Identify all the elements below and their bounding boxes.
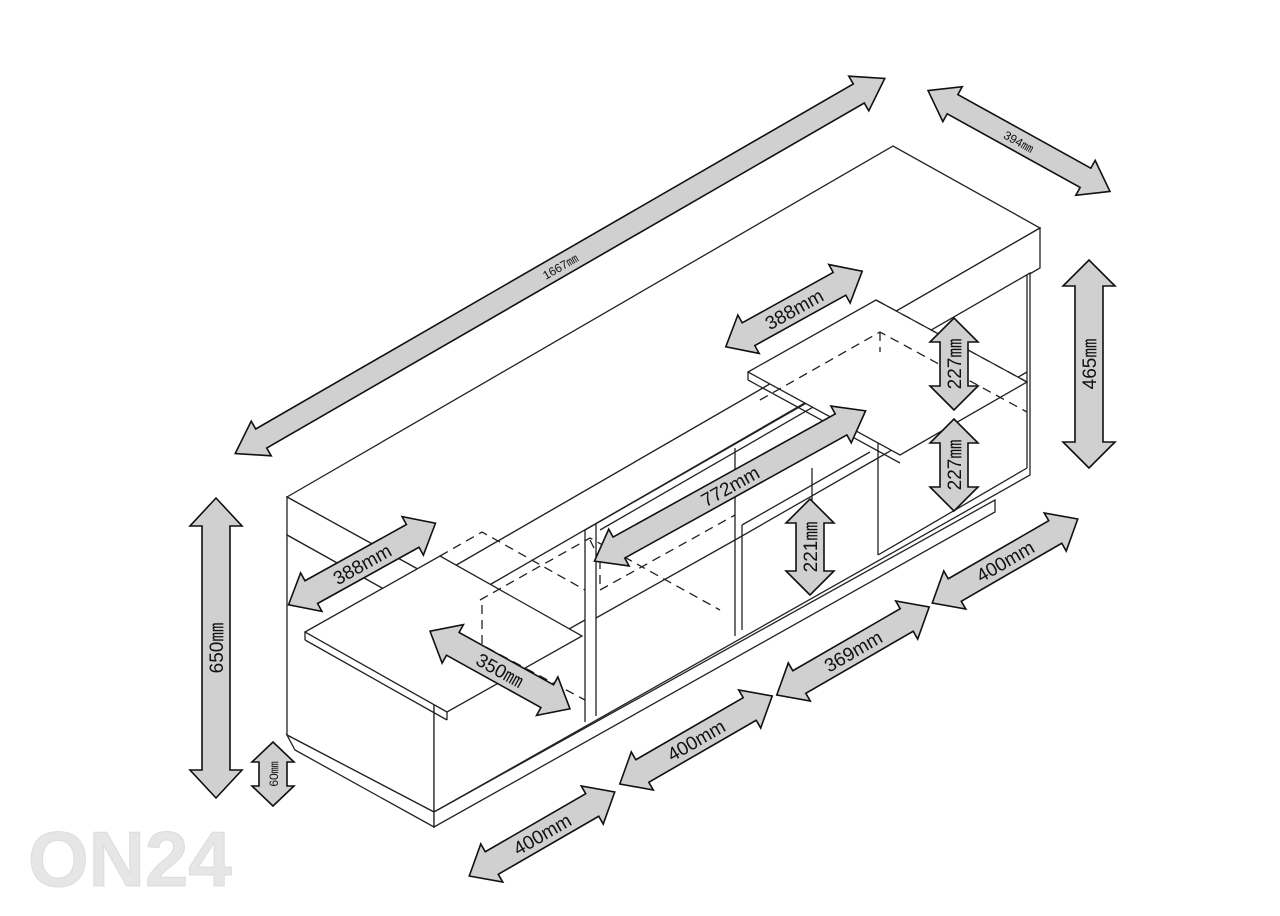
dim-right-height: 465㎜	[1061, 258, 1117, 470]
watermark-logo: ON24	[28, 815, 232, 903]
label-shelf-height-upper: 227㎜	[945, 339, 966, 390]
dim-center-height: 221㎜	[784, 497, 836, 597]
dim-shelf-height-upper: 227㎜	[928, 316, 980, 412]
tv-stand-outline	[285, 145, 1042, 829]
dim-shelf-height-lower: 227㎜	[928, 417, 980, 513]
dim-plinth-height: 60㎜	[250, 740, 296, 808]
label-total-height: 650㎜	[207, 623, 228, 674]
label-center-height: 221㎜	[801, 522, 822, 573]
dim-total-height: 650㎜	[188, 496, 244, 800]
label-right-height: 465㎜	[1080, 339, 1101, 390]
label-shelf-height-lower: 227㎜	[945, 440, 966, 491]
label-plinth-height: 60㎜	[267, 761, 281, 786]
plinth-front	[433, 498, 996, 829]
